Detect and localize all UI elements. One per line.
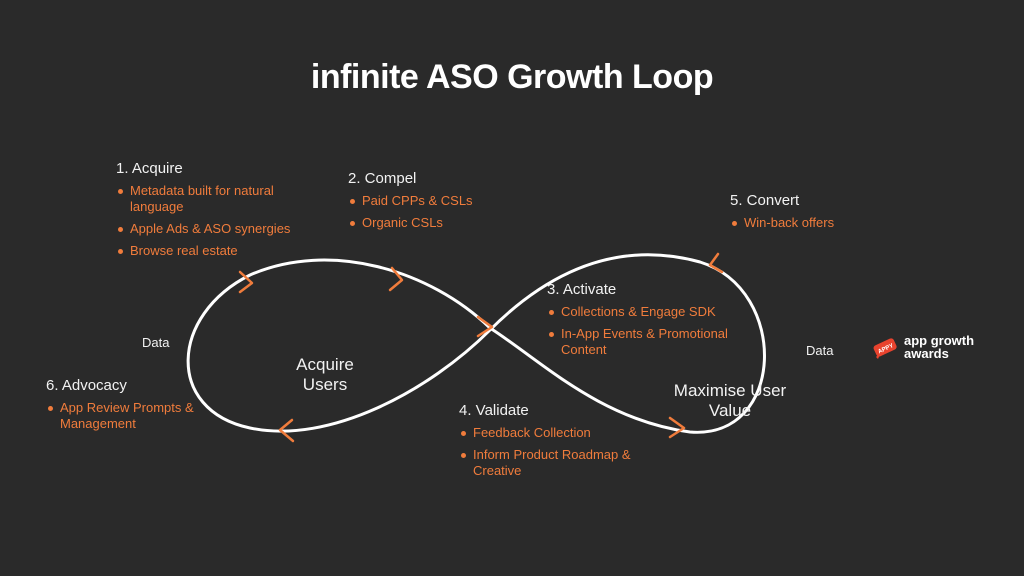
data-label-left: Data <box>142 335 170 350</box>
right-loop-label: Maximise User Value <box>655 381 805 421</box>
stage-bullet: Collections & Engage SDK <box>547 304 767 320</box>
logo-text: app growth awards <box>904 334 974 360</box>
loop-arrow-6 <box>278 418 295 443</box>
stage-advocacy: 6. Advocacy App Review Prompts & Managem… <box>46 377 216 438</box>
loop-arrow-3 <box>476 315 494 338</box>
stage-bullet: Apple Ads & ASO synergies <box>116 221 316 237</box>
right-loop-label-line1: Maximise User <box>673 381 787 400</box>
stage-convert: 5. Convert Win-back offers <box>730 192 910 237</box>
page-title: infinite ASO Growth Loop <box>310 58 714 96</box>
loop-arrow-4 <box>668 416 686 439</box>
stage-bullet: Paid CPPs & CSLs <box>348 193 528 209</box>
stage-activate: 3. Activate Collections & Engage SDK In-… <box>547 281 767 364</box>
stage-title: 3. Activate <box>547 281 617 298</box>
left-loop-label-line1: Acquire <box>296 355 354 374</box>
stage-bullet: In-App Events & Promotional Content <box>547 326 767 358</box>
stage-title: 1. Acquire <box>116 160 183 177</box>
rocket-icon: APPY <box>873 338 897 359</box>
left-loop-label: Acquire Users <box>265 355 385 395</box>
loop-arrow-2 <box>388 266 404 292</box>
data-label-right: Data <box>806 343 834 358</box>
loop-arrow-5 <box>708 252 724 274</box>
stage-title: 5. Convert <box>730 192 800 209</box>
stage-acquire: 1. Acquire Metadata built for natural la… <box>116 160 316 265</box>
infinity-loop-path <box>186 253 766 434</box>
stage-bullet: Browse real estate <box>116 243 316 259</box>
stage-title: 2. Compel <box>348 170 417 187</box>
stage-bullet: Win-back offers <box>730 215 910 231</box>
left-loop-label-line2: Users <box>302 375 348 394</box>
stage-bullet: Inform Product Roadmap & Creative <box>459 447 659 479</box>
loop-arrow-1 <box>238 270 254 294</box>
stage-bullet: Organic CSLs <box>348 215 528 231</box>
stage-title: 6. Advocacy <box>46 377 127 394</box>
stage-bullet: Metadata built for natural language <box>116 183 316 215</box>
logo-text-line1: app growth <box>904 333 975 348</box>
stage-compel: 2. Compel Paid CPPs & CSLs Organic CSLs <box>348 170 528 237</box>
logo-text-line2: awards <box>904 346 949 361</box>
stage-bullet: Feedback Collection <box>459 425 659 441</box>
stage-bullet: App Review Prompts & Management <box>46 400 216 432</box>
app-growth-awards-logo: APPY app growth awards <box>872 333 974 361</box>
stage-validate: 4. Validate Feedback Collection Inform P… <box>459 402 659 485</box>
stage-title: 4. Validate <box>459 402 529 419</box>
right-loop-label-line2: Value <box>708 401 752 420</box>
